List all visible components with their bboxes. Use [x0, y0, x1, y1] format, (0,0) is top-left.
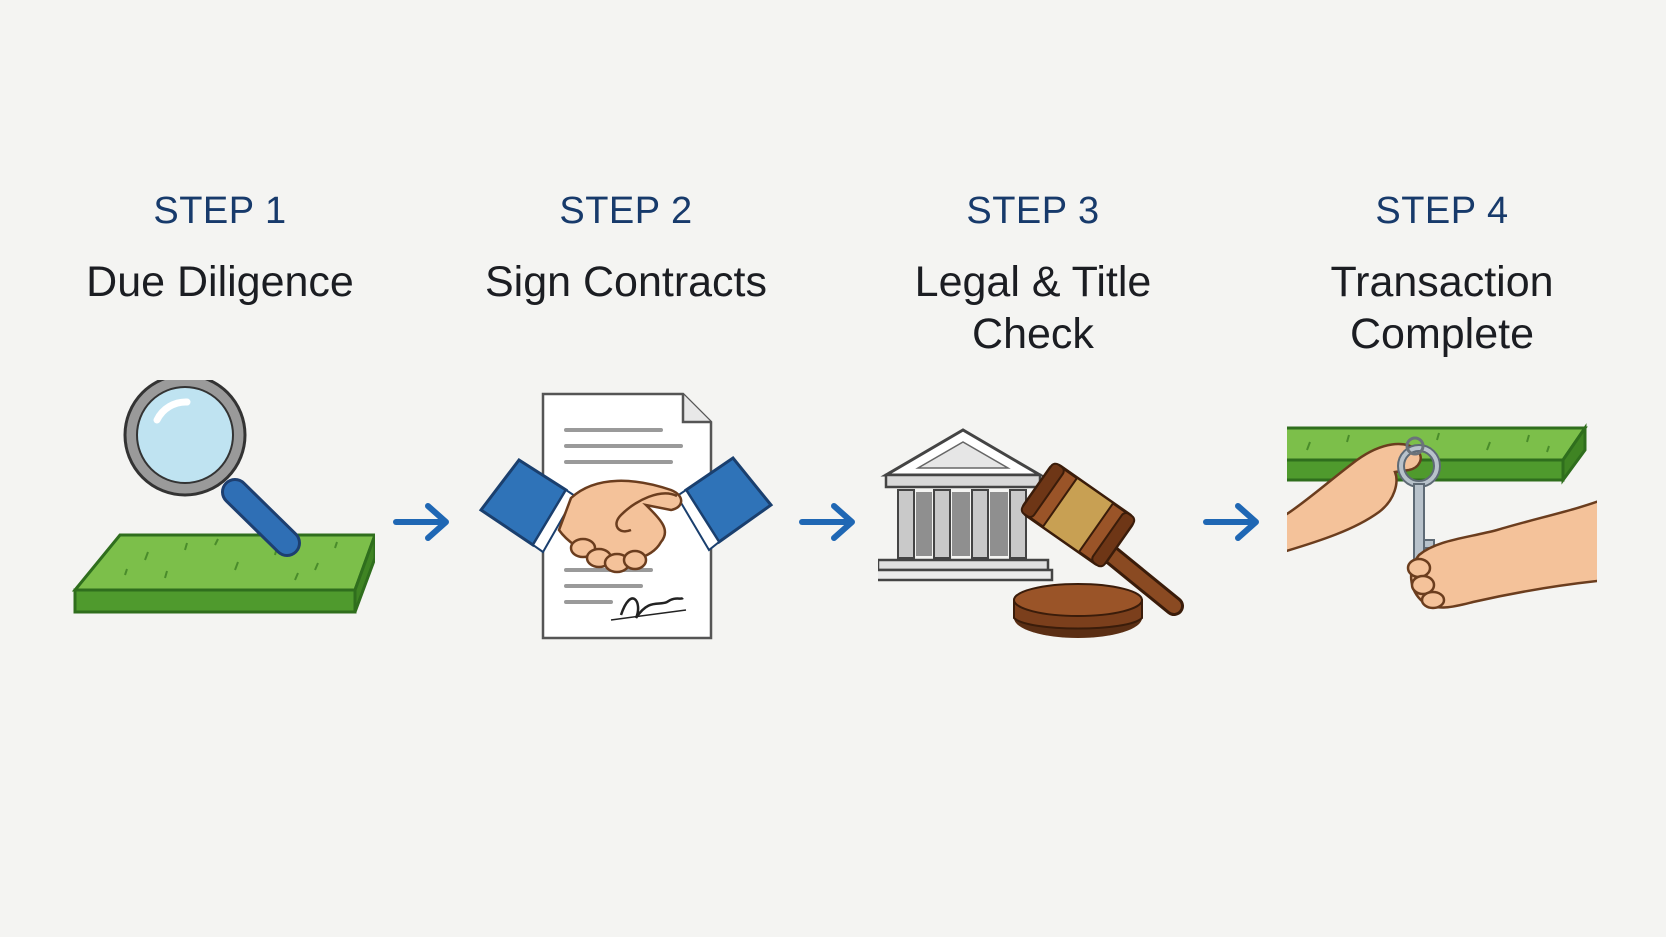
magnifier-on-land-icon	[71, 380, 375, 614]
step-2: STEP 2 Sign Contracts	[446, 0, 806, 937]
step-3-label: STEP 3	[966, 190, 1100, 232]
step-3: STEP 3 Legal & Title Check	[853, 0, 1213, 937]
courthouse-gavel-icon	[878, 428, 1184, 638]
step-4-label: STEP 4	[1375, 190, 1509, 232]
step-4-title-line-1: Transaction	[1330, 258, 1554, 306]
step-2-label: STEP 2	[559, 190, 693, 232]
step-2-title: Sign Contracts	[446, 256, 806, 308]
step-2-title-line: Sign Contracts	[484, 258, 768, 306]
step-4-title: Transaction Complete	[1262, 256, 1622, 360]
step-3-title-line-2: Check	[972, 310, 1094, 358]
step-4-title-line-2: Complete	[1349, 310, 1535, 358]
key-handover-icon	[1287, 423, 1597, 610]
step-1-label: STEP 1	[153, 190, 287, 232]
arrow-right-icon	[799, 503, 855, 541]
step-1-title: Due Diligence	[40, 256, 400, 308]
arrow-right-icon	[393, 503, 449, 541]
step-1: STEP 1 Due Diligence	[40, 0, 400, 937]
step-4: STEP 4 Transaction Complete	[1262, 0, 1622, 937]
handshake-contract-icon	[478, 392, 774, 640]
step-3-title-line-1: Legal & Title	[914, 258, 1152, 306]
arrow-right-icon	[1203, 503, 1259, 541]
step-3-title: Legal & Title Check	[853, 256, 1213, 360]
step-1-title-line: Due Diligence	[86, 258, 354, 306]
